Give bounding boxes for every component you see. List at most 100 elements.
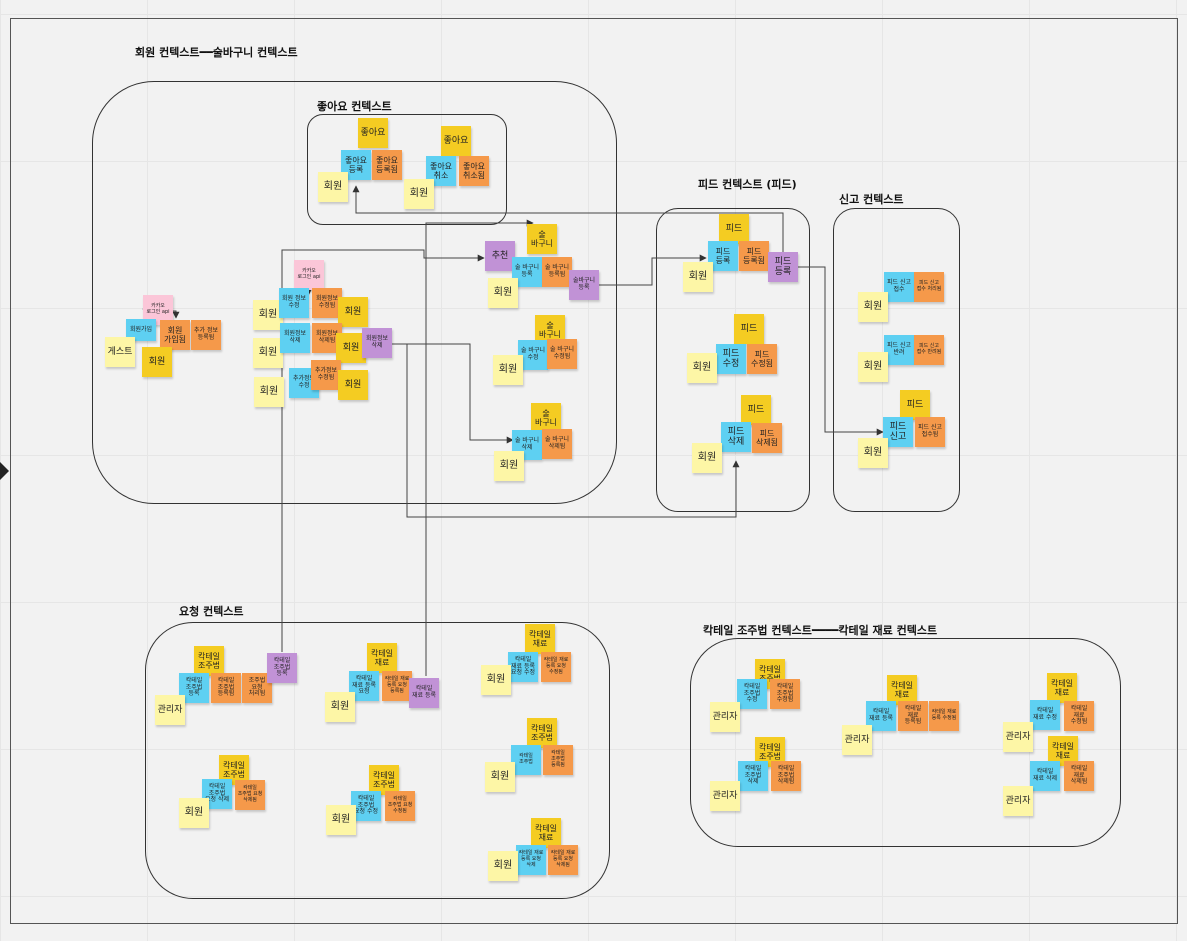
sticky-note[interactable]: 회원 정보 수정	[279, 288, 309, 318]
sticky-note[interactable]: 피드 등록	[708, 241, 738, 271]
sticky-note[interactable]: 칵테일 조주법 등록됨	[211, 673, 241, 703]
sticky-note[interactable]: 피드 신고 접수 반려됨	[914, 335, 944, 365]
sticky-note[interactable]: 게스트	[105, 337, 135, 367]
sticky-note[interactable]: 회원	[318, 172, 348, 202]
sticky-note[interactable]: 회원	[326, 805, 356, 835]
sticky-note[interactable]: 추가 정보 등록됨	[191, 320, 221, 350]
sticky-note[interactable]: 관리자	[1003, 786, 1033, 816]
sticky-note[interactable]: 칵테일 재료 등록	[409, 678, 439, 708]
sticky-note[interactable]: 칵테일 조주법 요청 삭제	[202, 779, 232, 809]
sticky-note[interactable]: 칵테일 조주법 요청 삭제됨	[235, 780, 265, 810]
sticky-note[interactable]: 칵테일 조주법 수정	[737, 679, 767, 709]
sticky-note[interactable]: 칵테일 재료 등록 수정됨	[929, 701, 959, 731]
sticky-note[interactable]: 칵테일 조주법	[527, 718, 557, 748]
sticky-note[interactable]: 회원	[336, 333, 366, 363]
sticky-note[interactable]: 술 바구니 수정됨	[547, 339, 577, 369]
sticky-note[interactable]: 칵테일 재료	[531, 818, 561, 848]
sticky-note[interactable]: 피드	[741, 395, 771, 425]
sticky-note[interactable]: 칵테일 조주법 등록됨	[543, 745, 573, 775]
sticky-note[interactable]: 술 바구니 등록됨	[542, 257, 572, 287]
sticky-note[interactable]: 칵테일 재료	[887, 675, 917, 705]
sticky-note[interactable]: 칵테일 조주법	[369, 765, 399, 795]
sticky-note[interactable]: 피드 신고 접수	[884, 272, 914, 302]
sticky-note[interactable]: 피드	[900, 390, 930, 420]
sticky-note[interactable]: 피드	[734, 314, 764, 344]
sticky-note[interactable]: 관리자	[710, 702, 740, 732]
sticky-note[interactable]: 회원	[858, 292, 888, 322]
sticky-note[interactable]: 회원	[858, 438, 888, 468]
sticky-note[interactable]: 피드 등록	[768, 252, 798, 282]
play-arrow-icon[interactable]	[0, 462, 9, 480]
sticky-note[interactable]: 칵테일 재료 등록 요청 등록됨	[382, 671, 412, 701]
sticky-note[interactable]: 추천	[485, 241, 515, 271]
sticky-note[interactable]: 칵테일 재료 등록 요청	[349, 671, 379, 701]
sticky-note[interactable]: 피드 삭제됨	[752, 423, 782, 453]
sticky-note[interactable]: 관리자	[1003, 722, 1033, 752]
sticky-note[interactable]: 회원가입	[126, 319, 156, 341]
sticky-note[interactable]: 술 바구니	[531, 403, 561, 433]
sticky-note[interactable]: 칵테일 재료 삭제	[1030, 761, 1060, 791]
sticky-note[interactable]: 회원	[485, 762, 515, 792]
sticky-note[interactable]: 술 바구니 삭제됨	[542, 429, 572, 459]
sticky-note[interactable]: 칵테일 조주법 수정됨	[770, 679, 800, 709]
sticky-note[interactable]: 관리자	[155, 695, 185, 725]
sticky-note[interactable]: 회원정보 삭제	[280, 323, 310, 353]
sticky-note[interactable]: 칵테일 재료 등록 요청 삭제	[516, 845, 546, 875]
sticky-note[interactable]: 좋아요	[358, 118, 388, 148]
sticky-note[interactable]: 피드 수정됨	[747, 344, 777, 374]
sticky-note[interactable]: 회원	[253, 338, 283, 368]
sticky-note[interactable]: 회원	[493, 355, 523, 385]
sticky-note[interactable]: 카카오 로그인 api	[294, 260, 324, 290]
sticky-note[interactable]: 칵테일 조주법	[511, 745, 541, 775]
sticky-note[interactable]: 회원	[325, 692, 355, 722]
sticky-note[interactable]: 회원	[338, 370, 368, 400]
sticky-note[interactable]: 피드 신고 접수 처리됨	[914, 272, 944, 302]
sticky-note[interactable]: 회원정보 삭제	[362, 328, 392, 358]
sticky-note[interactable]: 회원	[488, 851, 518, 881]
sticky-note[interactable]: 피드 등록됨	[739, 241, 769, 271]
sticky-note[interactable]: 피드 신고	[883, 417, 913, 447]
sticky-note[interactable]: 술 바구니	[527, 224, 557, 254]
sticky-note[interactable]: 칵테일 재료 등록됨	[898, 701, 928, 731]
sticky-note[interactable]: 칵테일 재료	[367, 643, 397, 673]
sticky-note[interactable]: 회원	[488, 278, 518, 308]
sticky-note[interactable]: 회원	[254, 377, 284, 407]
sticky-note[interactable]: 회원	[692, 443, 722, 473]
sticky-note[interactable]: 피드 수정	[716, 344, 746, 374]
sticky-note[interactable]: 칵테일 재료	[525, 624, 555, 654]
sticky-note[interactable]: 칵테일 재료 등록	[866, 701, 896, 731]
sticky-note[interactable]: 회원	[687, 353, 717, 383]
sticky-note[interactable]: 칵테일 재료	[1047, 673, 1077, 703]
sticky-note[interactable]: 칵테일 조주법 삭제	[738, 761, 768, 791]
sticky-note[interactable]: 좋아요 취소	[426, 156, 456, 186]
sticky-note[interactable]: 피드 신고 접수됨	[915, 417, 945, 447]
sticky-note[interactable]: 회원 가입됨	[160, 320, 190, 350]
sticky-note[interactable]: 회원	[481, 665, 511, 695]
sticky-note[interactable]: 피드 신고 반려	[884, 335, 914, 365]
sticky-note[interactable]: 좋아요 취소됨	[459, 156, 489, 186]
sticky-note[interactable]: 피드	[719, 214, 749, 244]
sticky-note[interactable]: 칵테일 재료 수정됨	[1064, 701, 1094, 731]
sticky-note[interactable]: 칵테일 재료 수정	[1030, 700, 1060, 730]
sticky-note[interactable]: 칵테일 조주법 요청 수정	[351, 791, 381, 821]
sticky-note[interactable]: 술 바구니 수정	[518, 340, 548, 370]
sticky-note[interactable]: 회원	[253, 300, 283, 330]
sticky-note[interactable]: 칵테일 재료 등록 요청 삭제됨	[548, 845, 578, 875]
sticky-note[interactable]: 칵테일 조주법 삭제됨	[771, 761, 801, 791]
sticky-note[interactable]: 칵테일 재료 등록 요청 수정됨	[541, 652, 571, 682]
sticky-note[interactable]: 회원	[683, 262, 713, 292]
sticky-note[interactable]: 회원	[494, 451, 524, 481]
sticky-note[interactable]: 칵테일 조주법	[194, 646, 224, 676]
sticky-note[interactable]: 칵테일 재료 삭제됨	[1064, 761, 1094, 791]
sticky-note[interactable]: 회원정보 수정됨	[312, 288, 342, 318]
sticky-note[interactable]: 회원	[404, 179, 434, 209]
sticky-note[interactable]: 회원	[858, 352, 888, 382]
sticky-note[interactable]: 회원	[338, 297, 368, 327]
sticky-note[interactable]: 회원	[179, 798, 209, 828]
sticky-note[interactable]: 관리자	[842, 725, 872, 755]
sticky-note[interactable]: 술바구니 등록	[569, 270, 599, 300]
sticky-note[interactable]: 추가정보 수정됨	[311, 360, 341, 390]
sticky-note[interactable]: 좋아요 등록됨	[372, 150, 402, 180]
sticky-note[interactable]: 관리자	[710, 781, 740, 811]
sticky-note[interactable]: 피드 삭제	[721, 422, 751, 452]
